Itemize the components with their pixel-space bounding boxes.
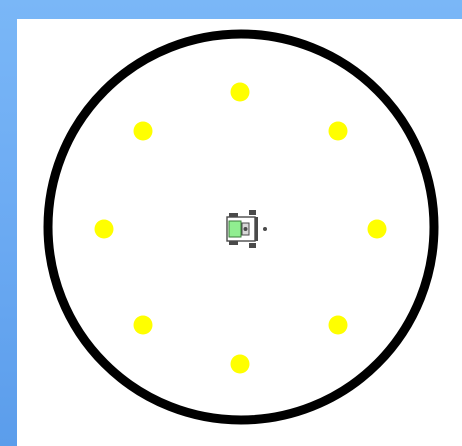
target-dot: [368, 220, 387, 239]
target-dot: [231, 355, 250, 374]
robot-front-sensor: [263, 227, 267, 231]
target-dot: [134, 122, 153, 141]
target-dot: [329, 122, 348, 141]
robot-bumper: [255, 217, 258, 241]
target-dot: [231, 83, 250, 102]
robot-eye: [244, 227, 248, 231]
target-dot: [329, 316, 348, 335]
target-dot: [134, 316, 153, 335]
robot-wheel: [249, 210, 256, 215]
robot-wheel: [249, 243, 256, 248]
target-dot: [95, 220, 114, 239]
robot-icon[interactable]: [227, 210, 267, 248]
robot-body: [229, 221, 241, 237]
